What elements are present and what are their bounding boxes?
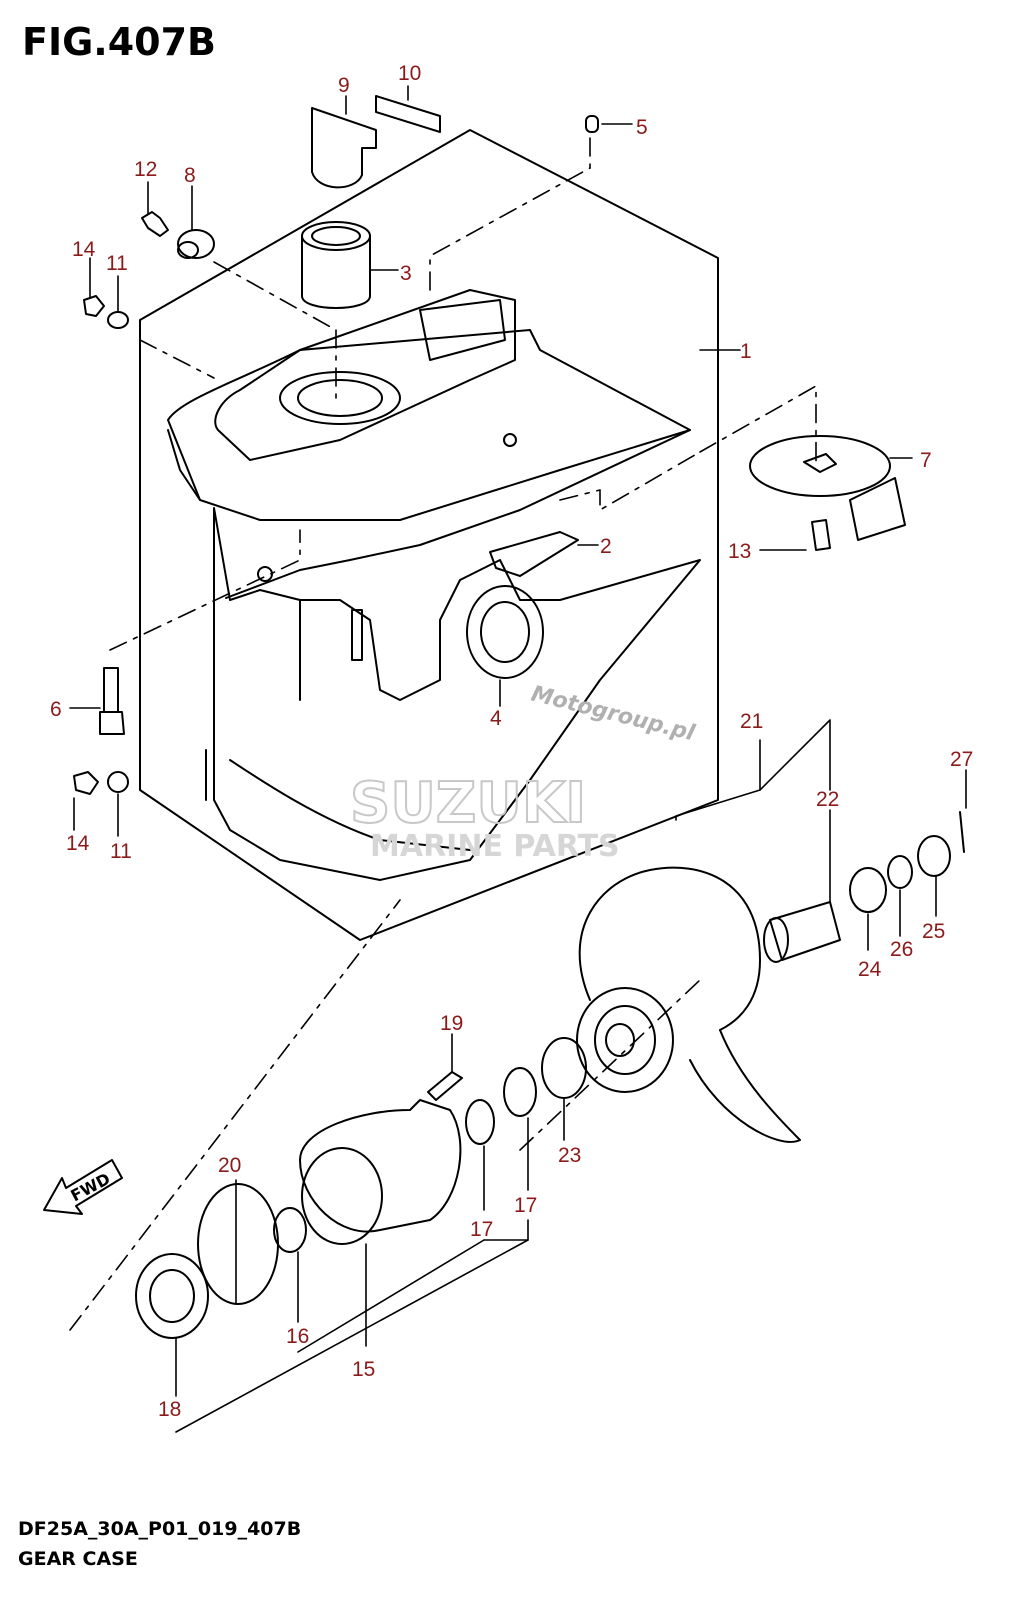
callout-17: 17 xyxy=(514,1194,537,1217)
callout-12: 12 xyxy=(134,158,157,181)
callout-21: 21 xyxy=(740,710,763,733)
fwd-arrow-icon xyxy=(43,1159,123,1215)
propeller xyxy=(576,866,801,1143)
figure-title: FIG.407B xyxy=(22,20,217,64)
figure-name: GEAR CASE xyxy=(18,1548,138,1570)
callout-10: 10 xyxy=(398,62,421,85)
callout-5: 5 xyxy=(636,116,648,139)
callout-9: 9 xyxy=(338,74,350,97)
callout-16: 16 xyxy=(286,1325,309,1348)
figure-code: DF25A_30A_P01_019_407B xyxy=(18,1518,302,1540)
top-small-parts xyxy=(83,211,215,329)
gear-case-body xyxy=(167,289,701,881)
callout-8: 8 xyxy=(184,164,196,187)
callout-25: 25 xyxy=(922,920,945,943)
callout-23: 23 xyxy=(558,1144,581,1167)
watermark-brand: SUZUKI xyxy=(350,771,586,836)
lower-unit-parts xyxy=(135,1037,587,1339)
callout-18: 18 xyxy=(158,1398,181,1421)
callout-13: 13 xyxy=(728,540,751,563)
watermark-sub: MARINE PARTS xyxy=(370,829,620,864)
callout-4: 4 xyxy=(490,707,502,730)
callout-17: 17 xyxy=(470,1218,493,1241)
callout-1: 1 xyxy=(740,340,752,363)
bushing-part xyxy=(301,221,371,309)
callout-19: 19 xyxy=(440,1012,463,1035)
callout-14: 14 xyxy=(72,238,96,261)
callout-numbers: 1234567891011111213141415161717181920212… xyxy=(50,62,973,1421)
callout-22: 22 xyxy=(816,788,839,811)
callout-11: 11 xyxy=(106,252,128,275)
callout-6: 6 xyxy=(50,698,62,721)
callout-26: 26 xyxy=(890,938,913,961)
watermark-site: Motogroup.pl xyxy=(529,682,698,747)
anode-part xyxy=(489,531,579,577)
leader-lines xyxy=(69,85,967,1433)
callout-15: 15 xyxy=(352,1358,375,1381)
callout-24: 24 xyxy=(858,958,882,981)
callout-27: 27 xyxy=(950,748,973,771)
callout-7: 7 xyxy=(920,449,932,472)
callout-3: 3 xyxy=(400,262,412,285)
prop-hardware xyxy=(763,811,965,963)
lower-plug-washer xyxy=(73,771,129,795)
construction-lines xyxy=(69,137,817,1331)
callout-11: 11 xyxy=(110,840,132,863)
callout-2: 2 xyxy=(600,535,612,558)
callout-14: 14 xyxy=(66,832,90,855)
gear-case-frame xyxy=(139,129,719,941)
pin-part xyxy=(585,115,599,133)
bolt-part-6 xyxy=(99,667,125,735)
callout-20: 20 xyxy=(218,1154,241,1177)
trim-tab xyxy=(749,435,906,551)
shim-parts xyxy=(311,95,441,189)
bearing-part-4 xyxy=(466,585,544,679)
